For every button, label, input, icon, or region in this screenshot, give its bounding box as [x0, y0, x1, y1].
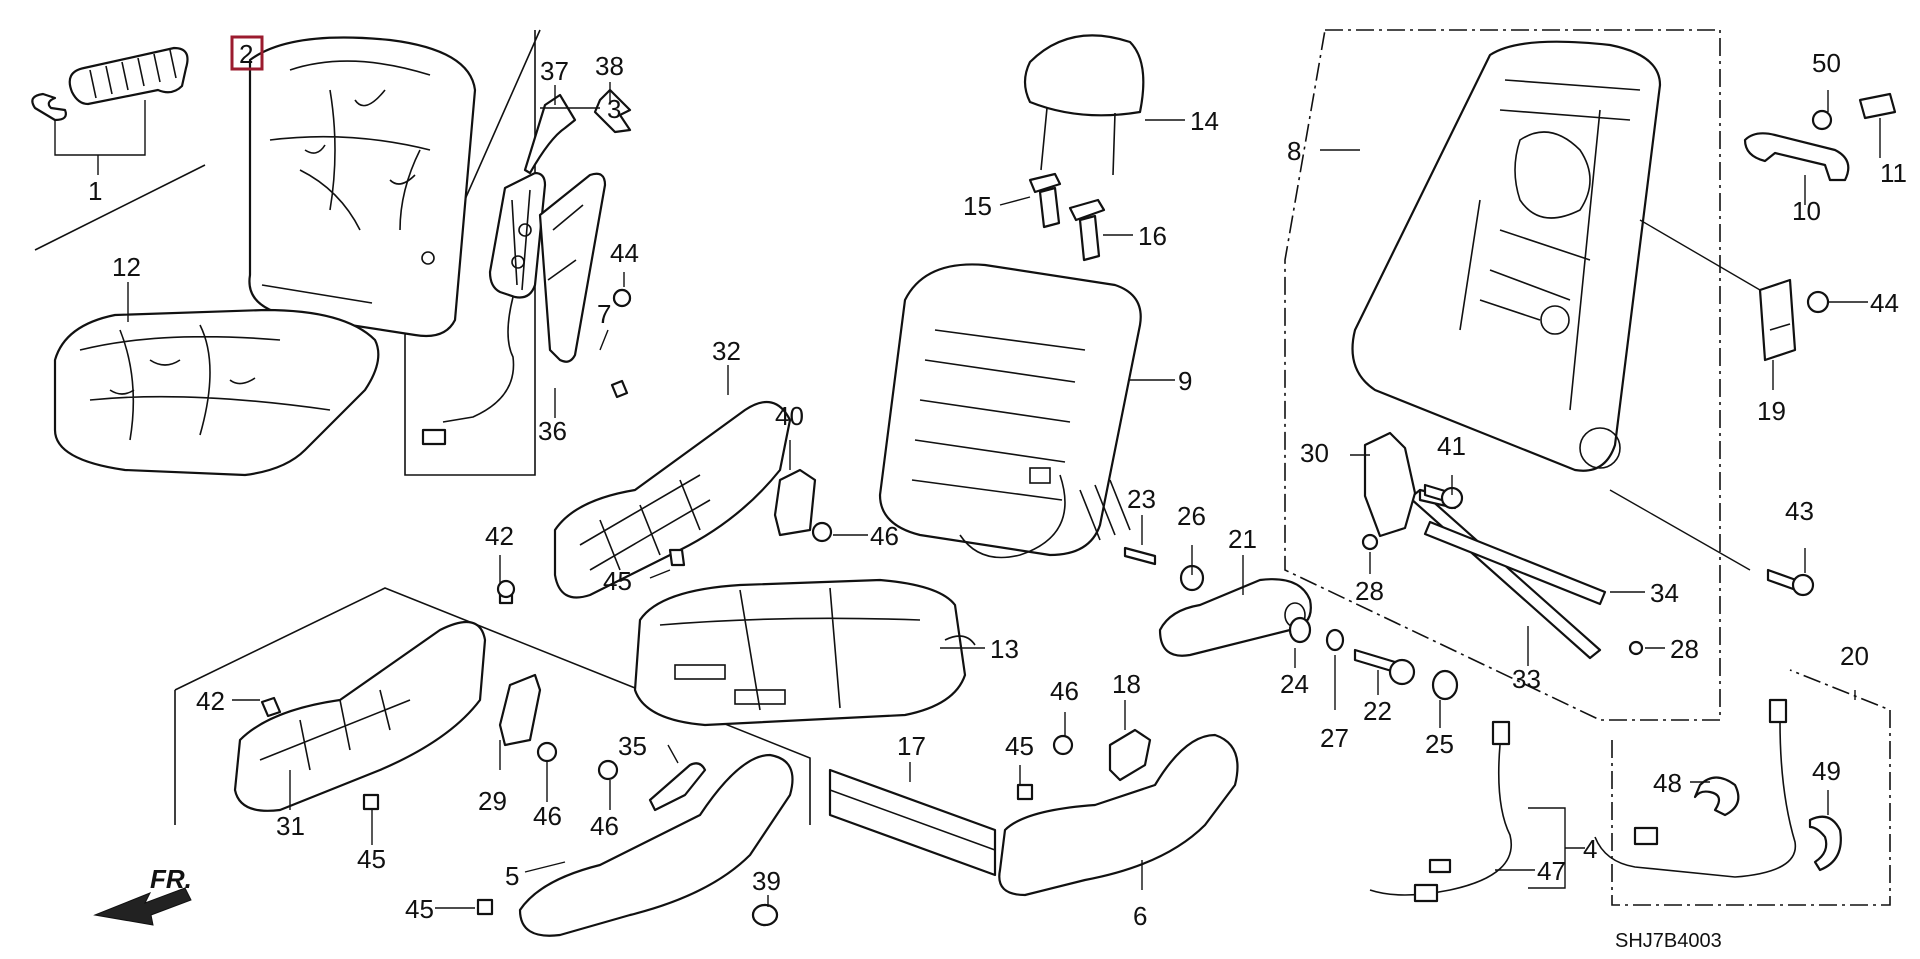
part-29-bracket	[498, 673, 542, 747]
callout-45a[interactable]: 45	[603, 566, 632, 596]
part-17-bar	[828, 768, 997, 877]
callout-44b[interactable]: 44	[1870, 288, 1899, 318]
part-35-link	[648, 762, 707, 812]
callout-8[interactable]: 8	[1287, 136, 1301, 166]
callout-28a[interactable]: 28	[1355, 576, 1384, 606]
callout-38[interactable]: 38	[595, 51, 624, 81]
callout-46c[interactable]: 46	[590, 811, 619, 841]
callout-49[interactable]: 49	[1812, 756, 1841, 786]
callout-39[interactable]: 39	[752, 866, 781, 896]
part-21-armrest	[1158, 578, 1312, 657]
part-40-cover	[773, 468, 817, 537]
callout-16[interactable]: 16	[1138, 221, 1167, 251]
direction-label: FR.	[150, 864, 192, 894]
callout-42a[interactable]: 42	[485, 521, 514, 551]
callout-21[interactable]: 21	[1228, 524, 1257, 554]
part-14-headrest	[1023, 34, 1145, 176]
part-19-module	[1758, 278, 1797, 362]
callout-45c[interactable]: 45	[405, 894, 434, 924]
callout-10[interactable]: 10	[1792, 196, 1821, 226]
callout-46b[interactable]: 46	[533, 801, 562, 831]
callout-24[interactable]: 24	[1280, 669, 1309, 699]
part-1-clips	[31, 46, 189, 122]
callout-2[interactable]: 2	[239, 39, 253, 69]
part-6-inner-cover	[998, 733, 1239, 897]
part-12-cushion-cover	[53, 308, 380, 477]
callout-45b[interactable]: 45	[357, 844, 386, 874]
callout-9[interactable]: 9	[1178, 366, 1192, 396]
parts-15-16-guides	[1028, 172, 1106, 262]
callout-34[interactable]: 34	[1650, 578, 1679, 608]
callout-36[interactable]: 36	[538, 416, 567, 446]
part-9-seatback-pad	[878, 263, 1142, 559]
callout-37[interactable]: 37	[540, 56, 569, 86]
part-32-outer-trim	[553, 400, 792, 599]
callout-30[interactable]: 30	[1300, 438, 1329, 468]
part-13-cushion-pad	[633, 578, 976, 727]
callout-46d[interactable]: 46	[1050, 676, 1079, 706]
part-4-harness	[1369, 720, 1512, 903]
callout-27[interactable]: 27	[1320, 723, 1349, 753]
callout-23[interactable]: 23	[1127, 484, 1156, 514]
callout-29[interactable]: 29	[478, 786, 507, 816]
part-18-bracket	[1108, 728, 1152, 782]
callout-22[interactable]: 22	[1363, 696, 1392, 726]
callout-44a[interactable]: 44	[610, 238, 639, 268]
callout-43[interactable]: 43	[1785, 496, 1814, 526]
callout-40[interactable]: 40	[775, 401, 804, 431]
part-8-seatback-frame	[1351, 40, 1662, 472]
callout-7[interactable]: 7	[597, 299, 611, 329]
callout-41[interactable]: 41	[1437, 431, 1466, 461]
highlight-box-part-2	[230, 35, 264, 71]
callout-46a[interactable]: 46	[870, 521, 899, 551]
callout-11[interactable]: 11	[1880, 158, 1907, 188]
parts-10-11-50-handle	[1743, 92, 1897, 182]
bolts-nuts	[260, 288, 1830, 718]
front-direction-arrow: FR.	[93, 864, 192, 926]
callout-18[interactable]: 18	[1112, 669, 1141, 699]
callout-35[interactable]: 35	[618, 731, 647, 761]
callout-1[interactable]: 1	[88, 176, 102, 206]
callout-labels: 1 2 3 4 5 6 7 8 9 10 11 12 13 14 15 16 1…	[88, 39, 1907, 931]
callout-26[interactable]: 26	[1177, 501, 1206, 531]
callout-31[interactable]: 31	[276, 811, 305, 841]
callout-45d[interactable]: 45	[1005, 731, 1034, 761]
callout-13[interactable]: 13	[990, 634, 1019, 664]
callout-12[interactable]: 12	[112, 252, 141, 282]
callout-6[interactable]: 6	[1133, 901, 1147, 931]
part-3-airbag-assembly	[421, 88, 632, 446]
callout-14[interactable]: 14	[1190, 106, 1219, 136]
hardware-set	[1123, 488, 1644, 701]
callout-50[interactable]: 50	[1812, 48, 1841, 78]
callout-42b[interactable]: 42	[196, 686, 225, 716]
callout-15[interactable]: 15	[963, 191, 992, 221]
callout-28b[interactable]: 28	[1670, 634, 1699, 664]
callout-17[interactable]: 17	[897, 731, 926, 761]
callout-48[interactable]: 48	[1653, 768, 1682, 798]
callout-33[interactable]: 33	[1512, 664, 1541, 694]
diagram-code: SHJ7B4003	[1615, 930, 1722, 952]
part-5-outer-cover	[518, 753, 794, 937]
callout-47[interactable]: 47	[1537, 856, 1566, 886]
callout-20[interactable]: 20	[1840, 641, 1869, 671]
part-39-cap	[751, 903, 779, 927]
callout-4[interactable]: 4	[1583, 834, 1597, 864]
callout-3[interactable]: 3	[607, 94, 621, 124]
part-2-seatback-cover	[248, 36, 477, 338]
callout-32[interactable]: 32	[712, 336, 741, 366]
callout-19[interactable]: 19	[1757, 396, 1786, 426]
callout-5[interactable]: 5	[505, 861, 519, 891]
part-31-inner-trim	[233, 620, 487, 812]
callout-25[interactable]: 25	[1425, 729, 1454, 759]
leader-lines	[54, 82, 1881, 909]
part-20-harness	[1594, 698, 1842, 878]
